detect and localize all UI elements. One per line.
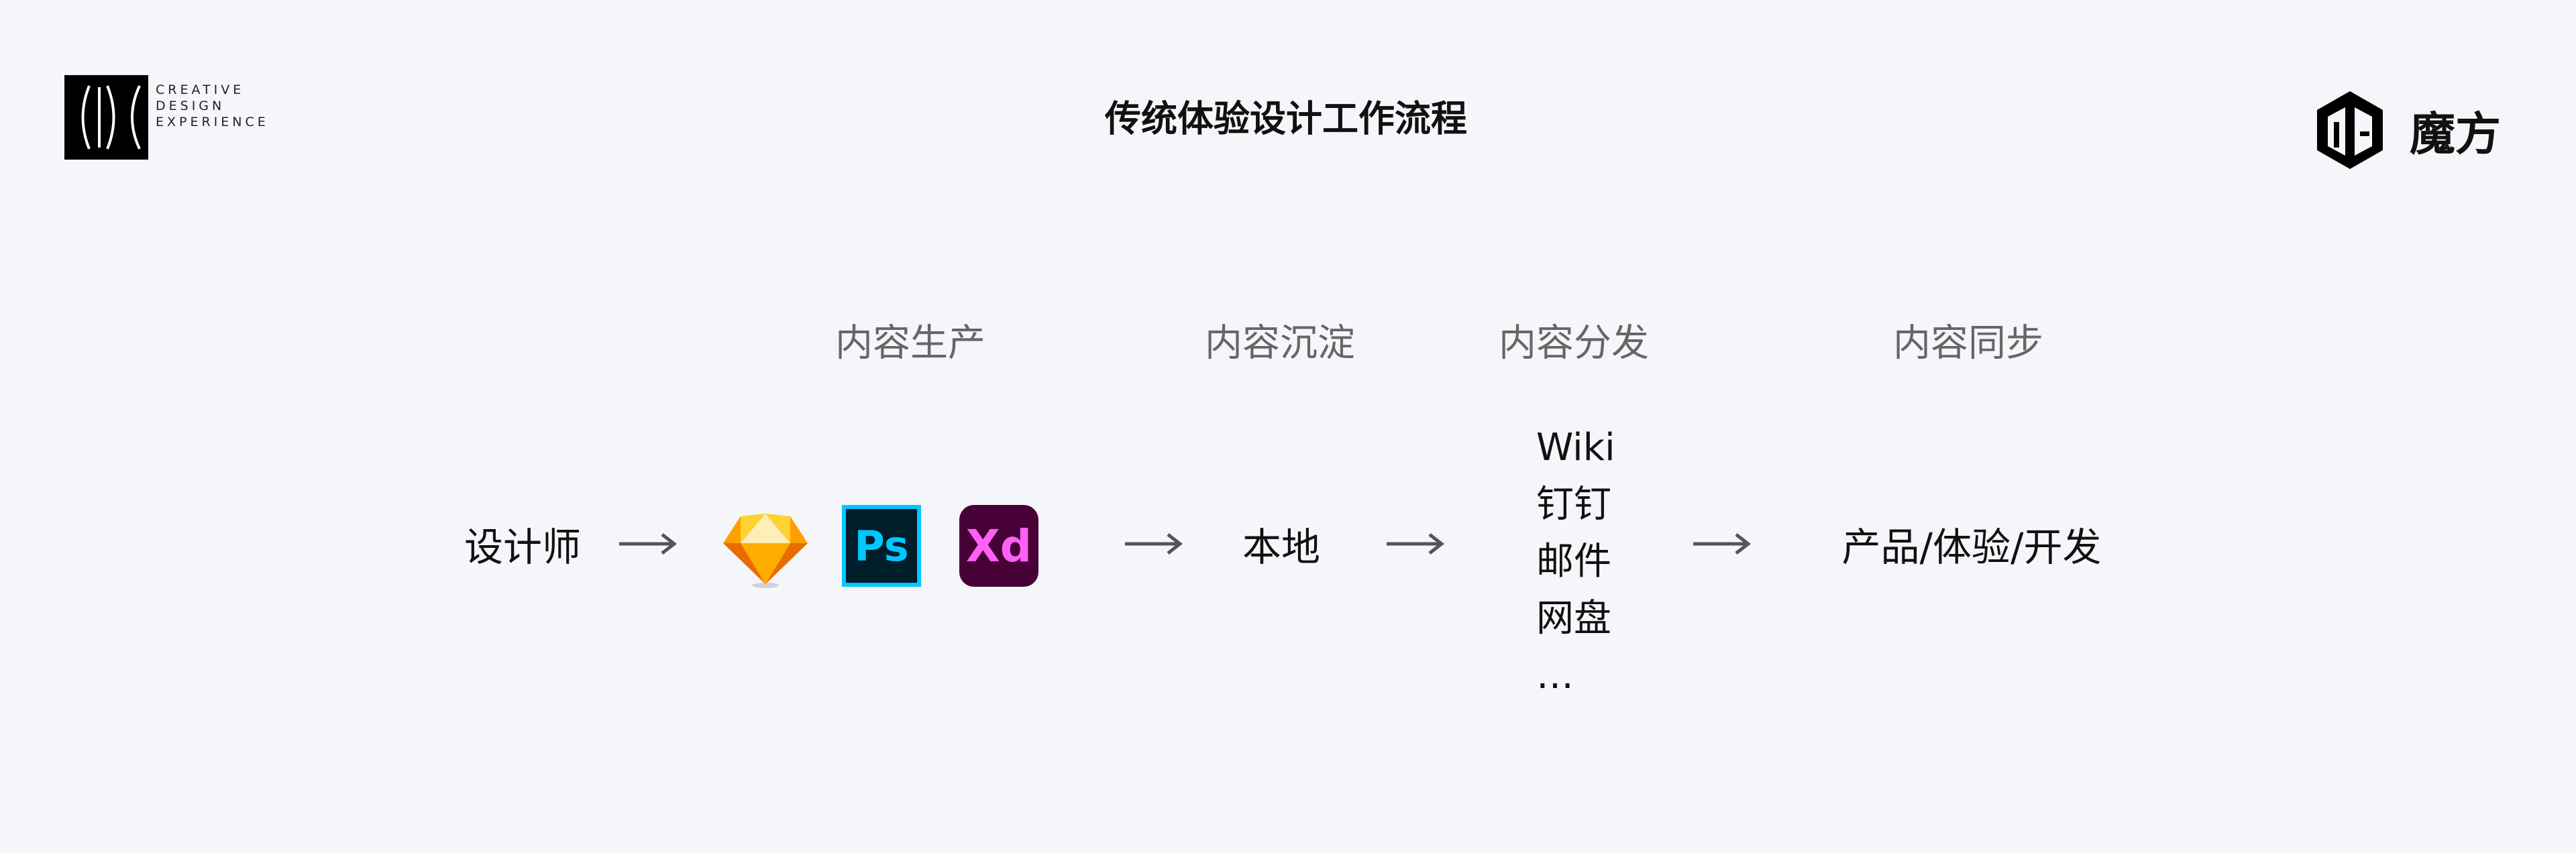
channel-list: Wiki 钉钉 邮件 网盘 … xyxy=(1536,419,1615,704)
mofang-logo xyxy=(2314,89,2385,174)
recipients-node: 产品/体验/开发 xyxy=(1841,524,2102,570)
channel-email: 邮件 xyxy=(1536,540,1611,583)
arrow-right-icon xyxy=(1125,533,1183,555)
cube-logo-icon xyxy=(2317,91,2383,169)
stage-production: 内容生产 xyxy=(835,321,985,365)
logo-line: CREATIVE xyxy=(156,82,245,97)
cde-logo-mark-icon xyxy=(81,85,141,150)
arrow-right-icon xyxy=(1693,533,1751,555)
stage-sync: 内容同步 xyxy=(1893,321,2043,365)
local-storage-node: 本地 xyxy=(1242,524,1321,570)
sketch-icon xyxy=(723,514,808,588)
arrow-right-icon xyxy=(619,533,677,555)
stage-distribution: 内容分发 xyxy=(1499,321,1649,365)
page-title: 传统体验设计工作流程 xyxy=(1105,97,1467,140)
designer-node: 设计师 xyxy=(464,524,582,570)
channel-more: … xyxy=(1536,654,1574,697)
mofang-logo-text: 魔方 xyxy=(2409,108,2502,162)
stage-storage: 内容沉淀 xyxy=(1205,321,1355,365)
arrow-right-icon xyxy=(1387,533,1444,555)
logo-line: DESIGN xyxy=(156,99,225,113)
channel-dingtalk: 钉钉 xyxy=(1536,483,1611,526)
logo-line: EXPERIENCE xyxy=(156,115,269,129)
cde-logo xyxy=(64,75,148,160)
channel-wiki: Wiki xyxy=(1536,426,1615,469)
xd-icon: Xd xyxy=(959,505,1038,587)
channel-netdisk: 网盘 xyxy=(1536,597,1611,640)
cde-logo-text: CREATIVE DESIGN EXPERIENCE xyxy=(156,82,269,130)
photoshop-icon: Ps xyxy=(842,505,921,587)
